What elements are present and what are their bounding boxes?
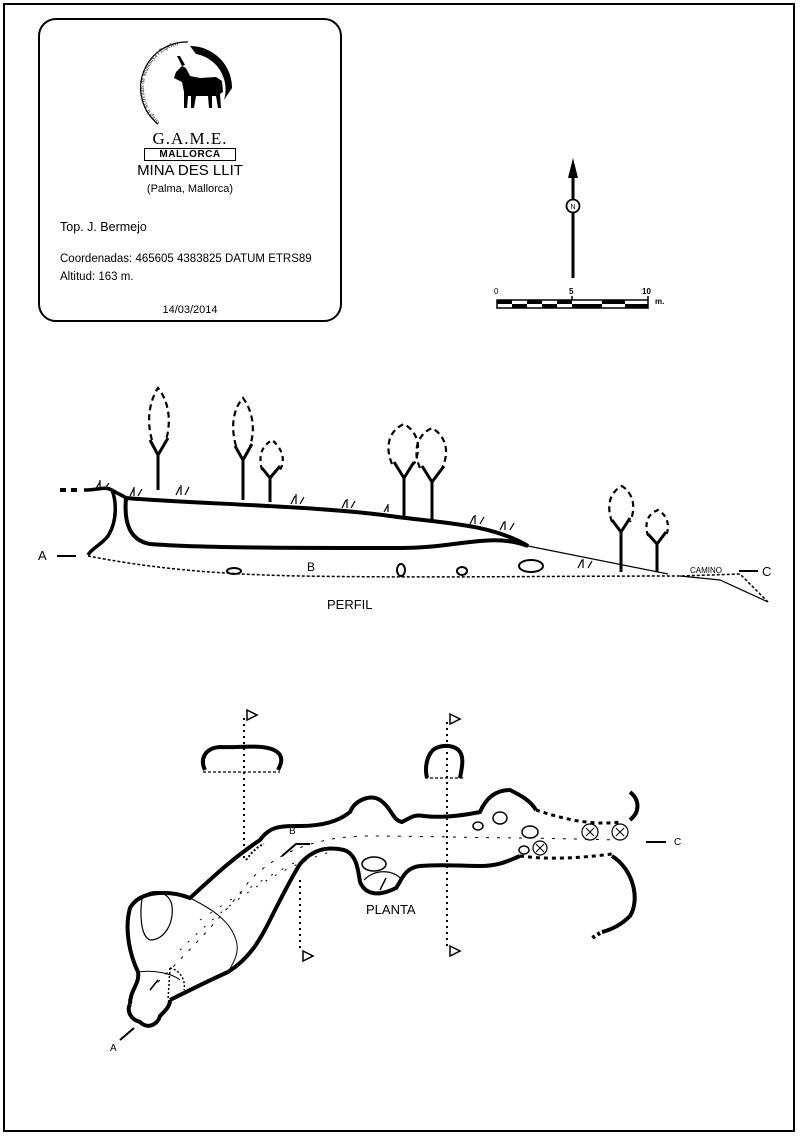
plan-label: PLANTA: [366, 902, 416, 917]
tree-icon: [645, 508, 669, 572]
road-label: CAMINO: [690, 566, 722, 575]
scale-tick-10: 10: [642, 287, 651, 296]
profile-label: PERFIL: [327, 597, 373, 612]
tree-icon: [387, 422, 420, 518]
profile-section: [57, 486, 769, 603]
scale-tick-0: 0: [494, 287, 499, 296]
goat-logo-icon: Grup d'Activitats de Muntanya i Espeleo …: [140, 40, 238, 125]
tree-icon: [608, 484, 635, 572]
profile-point-b: B: [307, 560, 316, 574]
scale-tick-5: 5: [569, 287, 574, 296]
tree-icon: [232, 396, 254, 500]
plan-point-b: B: [289, 826, 296, 837]
plan-section: [119, 708, 666, 1041]
logo-subtitle: MALLORCA: [144, 148, 236, 161]
scale-unit: m.: [655, 297, 665, 306]
tree-icons: [148, 386, 669, 572]
topographer: Top. J. Bermejo: [60, 220, 147, 234]
coordinates: Coordenadas: 465605 4383825 DATUM ETRS89: [60, 253, 312, 265]
club-logo: Grup d'Activitats de Muntanya i Espeleo …: [130, 26, 250, 164]
tree-icon: [259, 438, 284, 502]
plan-point-a: A: [110, 1043, 117, 1054]
north-arrow-icon: N: [565, 158, 581, 278]
cave-title: MINA DES LLIT: [137, 162, 243, 179]
tree-icon: [148, 386, 170, 490]
profile-point-c: C: [762, 564, 772, 579]
grass-icons: [94, 480, 593, 569]
tree-icon: [415, 426, 448, 520]
logo-name: G.A.M.E.: [152, 129, 228, 148]
scale-bar: [496, 296, 649, 309]
altitude: Altitud: 163 m.: [60, 271, 134, 283]
map-frame: [3, 3, 795, 1132]
survey-date: 14/03/2014: [162, 304, 218, 316]
info-box: Grup d'Activitats de Muntanya i Espeleo …: [38, 18, 342, 322]
cave-location: (Palma, Mallorca): [146, 183, 234, 195]
svg-text:N: N: [570, 204, 575, 211]
plan-point-c: C: [674, 837, 682, 848]
profile-point-a: A: [38, 548, 47, 563]
